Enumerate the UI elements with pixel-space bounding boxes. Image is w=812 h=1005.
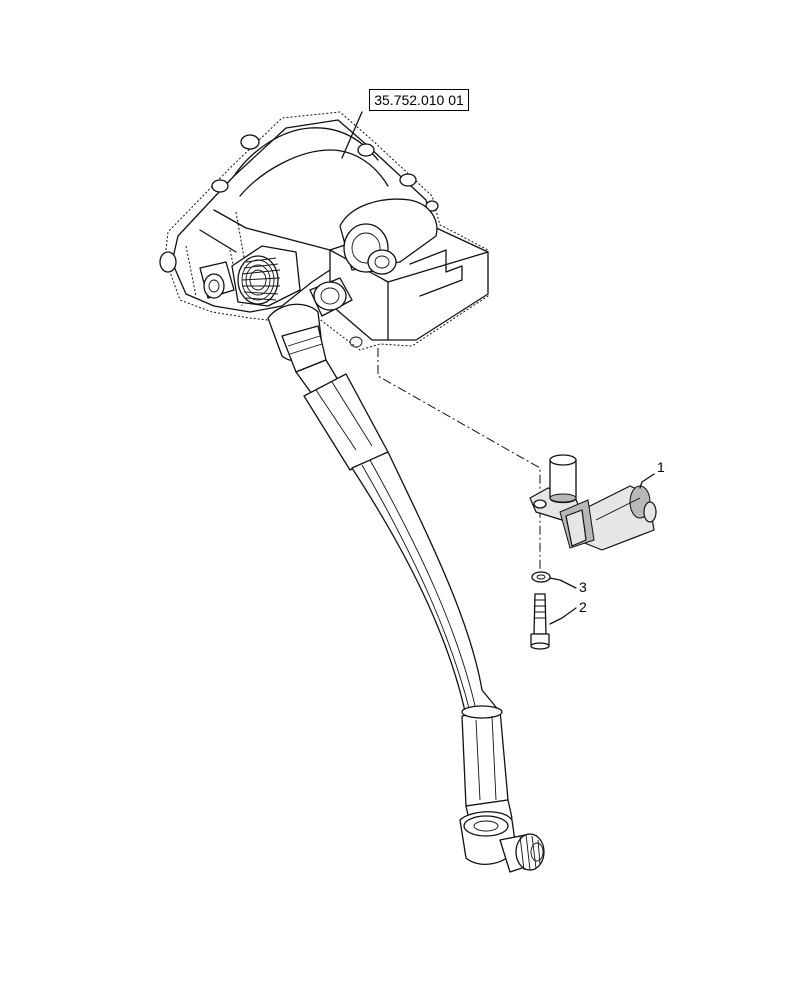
callout-2-leader: [549, 607, 577, 625]
callout-1[interactable]: 1: [657, 459, 665, 475]
elbow-fitting-upper: [267, 277, 353, 373]
callout-3-leader: [549, 577, 577, 589]
hydraulic-hose: [295, 359, 545, 873]
reference-label[interactable]: 35.752.010 01: [369, 89, 469, 111]
reference-leader-line: [341, 111, 363, 159]
sensor-part-1: [529, 454, 657, 551]
callout-2[interactable]: 2: [579, 599, 587, 615]
callout-1-leader: [639, 473, 655, 489]
valve-assembly: [159, 111, 489, 373]
threaded-port-fitting: [231, 245, 301, 307]
elbow-fitting-lower: [459, 811, 545, 873]
washer-part-3: [531, 571, 551, 583]
callout-3[interactable]: 3: [579, 579, 587, 595]
alignment-line: [377, 348, 541, 580]
bolt-part-2: [530, 593, 550, 650]
